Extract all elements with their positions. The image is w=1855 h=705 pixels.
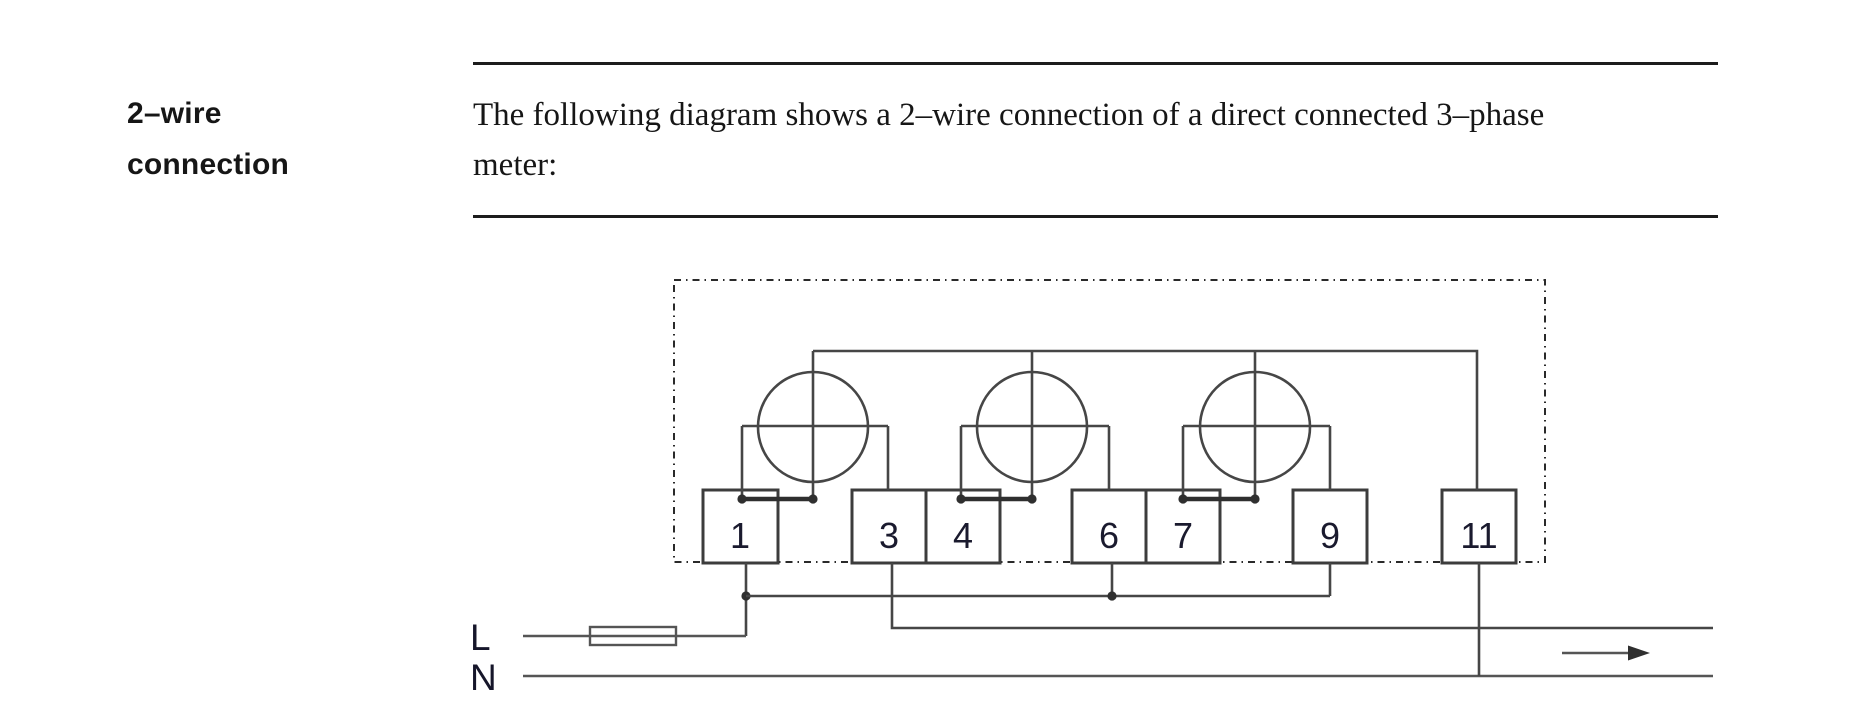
paragraph: The following diagram shows a 2–wire con… [473,90,1743,190]
link-dot [808,494,818,504]
terminal-box-7 [1144,488,1222,565]
paragraph-line-2: meter: [473,147,558,183]
link-dot [1250,494,1260,504]
terminal-label-11: 11 [1460,515,1497,556]
link-dot [1027,494,1037,504]
link-dot [1178,494,1188,504]
terminal-labels: 1 3 4 6 7 9 11 [730,515,1498,556]
measuring-element-1 [737,351,890,504]
terminal-label-9: 9 [1320,515,1340,556]
top-rule [473,62,1718,65]
terminal-label-3: 3 [879,515,899,556]
terminal-label-1: 1 [730,515,750,556]
terminal-label-4: 4 [953,515,973,556]
measuring-element-3 [1178,351,1332,504]
neutral-label: N [470,657,497,698]
link-dot [737,494,747,504]
fuse-icon [588,625,678,647]
link-dot [956,494,966,504]
section-label: 2–wire connection [127,88,289,190]
paragraph-line-1: The following diagram shows a 2–wire con… [473,97,1545,133]
section-label-line-1: 2–wire [127,97,222,130]
section-label-line-2: connection [127,148,290,181]
load-direction-arrow [1562,645,1650,661]
meter-enclosure-outline [673,279,1546,563]
load-line-wire [890,563,1713,630]
voltage-bus-wire [813,349,1479,490]
line-label: L [470,617,491,658]
terminal-label-7: 7 [1173,515,1193,556]
terminal-box-11 [1440,488,1518,565]
external-wiring [523,563,1713,678]
junction-dot [1107,591,1117,601]
measuring-element-2 [956,351,1111,504]
terminal-label-6: 6 [1099,515,1119,556]
mid-rule [473,215,1718,218]
arrow-head-icon [1628,645,1650,661]
